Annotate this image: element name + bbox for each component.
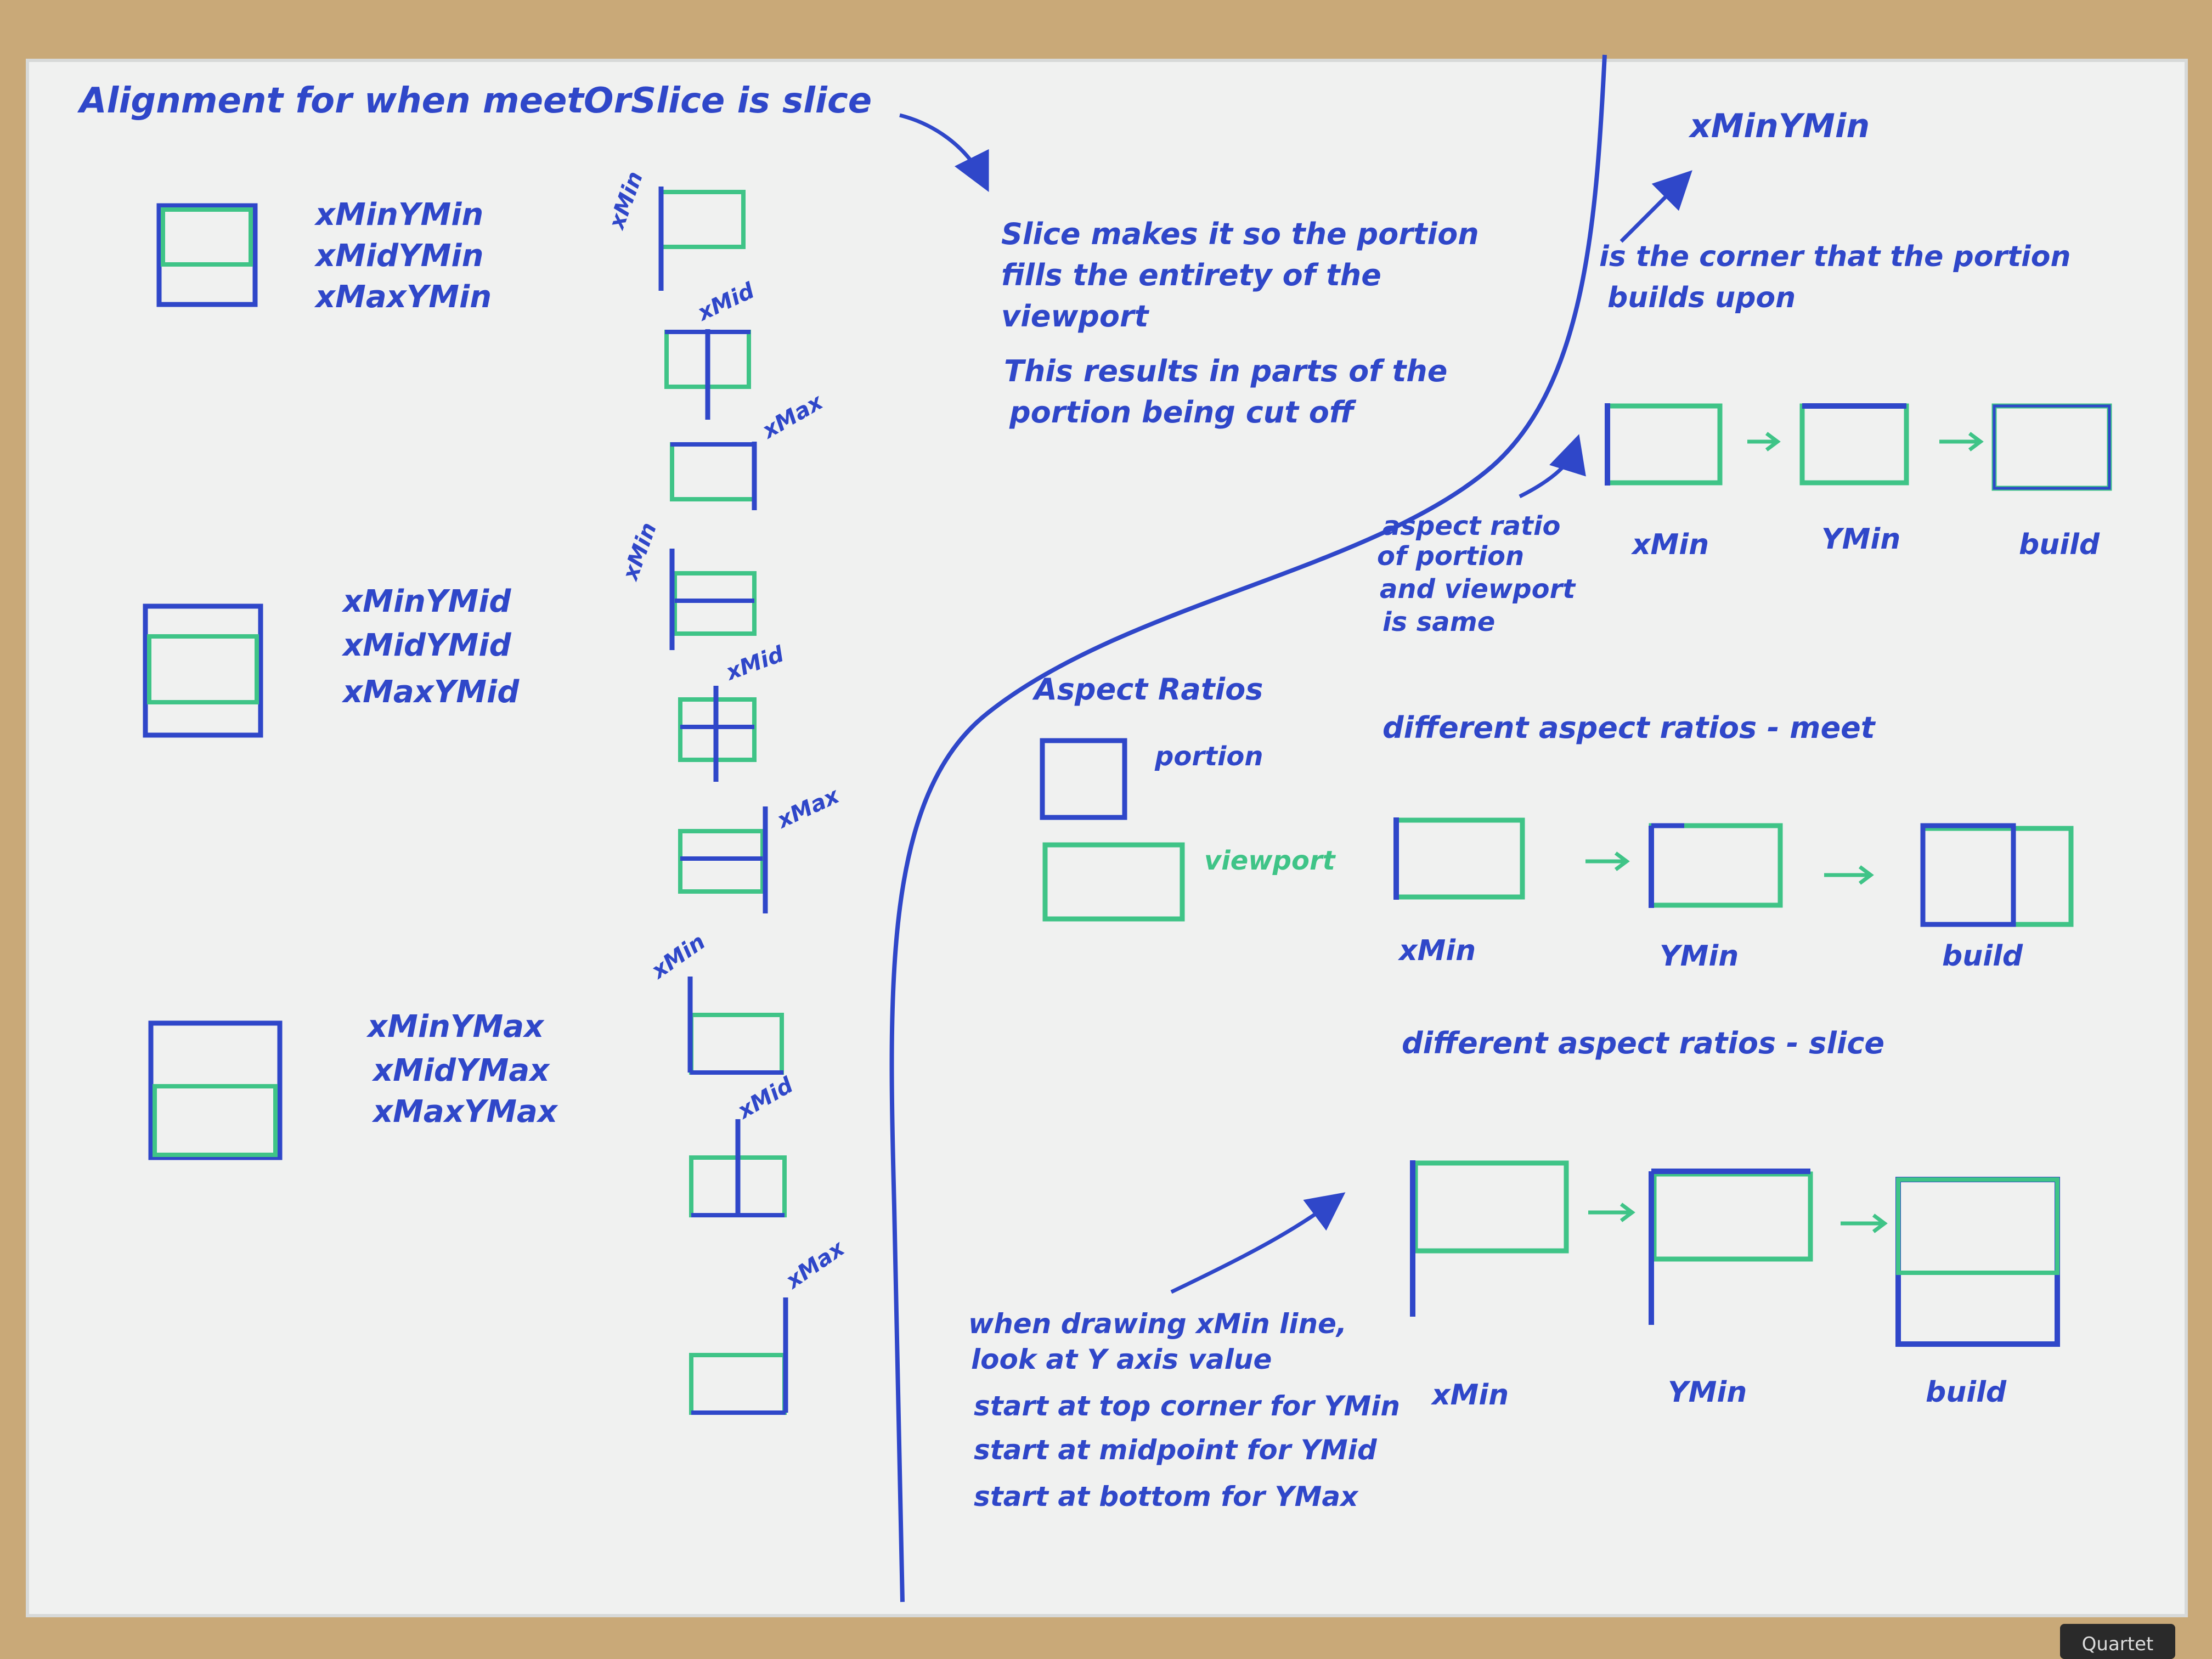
svg-text:and viewport: and viewport xyxy=(1380,574,1576,605)
slice-xmin-label: xMin xyxy=(1430,1379,1509,1412)
svg-text:fills the entirety of the: fills the entirety of the xyxy=(1001,258,1381,292)
group1-label-2: xMidYMin xyxy=(314,238,483,274)
title-arrow xyxy=(899,113,989,193)
meet-ymin-label: YMin xyxy=(1660,940,1739,973)
slice-note: Slice makes it so the portion fills the … xyxy=(1001,217,1479,430)
board-title: Alignment for when meetOrSlice is slice xyxy=(77,81,872,121)
slice-sequence: xMin YMin build xyxy=(1410,1160,2060,1412)
meet-sequence: xMin YMin build xyxy=(1393,817,2074,973)
corner-note-1: is the corner that the portion xyxy=(1599,240,2071,273)
brand-logo xyxy=(2060,1624,2175,1659)
corner-label: xMinYMin xyxy=(1688,107,1870,145)
meet-heading: different aspect ratios - meet xyxy=(1383,710,1876,745)
group1-label-1: xMinYMin xyxy=(314,197,483,233)
svg-text:portion being cut off: portion being cut off xyxy=(1009,395,1357,430)
group2-label-3: xMaxYMid xyxy=(341,674,520,710)
group3-label-3: xMaxYMax xyxy=(371,1094,558,1130)
same-xmin-label: xMin xyxy=(1630,528,1709,561)
viewport-label: viewport xyxy=(1204,845,1336,876)
svg-text:start at bottom for YMax: start at bottom for YMax xyxy=(974,1481,1359,1513)
divider-curve xyxy=(889,54,1607,1602)
svg-text:Slice makes it so the portion: Slice makes it so the portion xyxy=(1001,217,1479,251)
bottom-note: when drawing xMin line, look at Y axis v… xyxy=(968,1308,1400,1513)
slice-heading: different aspect ratios - slice xyxy=(1402,1026,1884,1060)
meet-build-label: build xyxy=(1942,940,2023,973)
svg-text:when drawing xMin line,: when drawing xMin line, xyxy=(968,1308,1347,1340)
meet-xmin-label: xMin xyxy=(1397,934,1476,967)
svg-text:aspect ratio: aspect ratio xyxy=(1383,511,1560,541)
same-ymin-label: YMin xyxy=(1821,523,1900,556)
svg-text:is same: is same xyxy=(1383,607,1495,637)
svg-text:viewport: viewport xyxy=(1001,299,1150,334)
brand-logo-text: Quartet xyxy=(2082,1633,2154,1655)
group2-label-2: xMidYMid xyxy=(341,628,512,663)
same-ratio-note: aspect ratio of portion and viewport is … xyxy=(1377,511,1576,637)
same-ratio-sequence: xMin YMin build xyxy=(1605,403,2112,561)
same-build-label: build xyxy=(2019,528,2100,561)
group1-label-3: xMaxYMin xyxy=(314,279,492,315)
svg-text:This results in parts of the: This results in parts of the xyxy=(1004,354,1447,388)
svg-text:start at top corner for YMin: start at top corner for YMin xyxy=(974,1390,1400,1422)
slice-build-label: build xyxy=(1926,1376,2007,1409)
slice-ymin-label: YMin xyxy=(1668,1376,1747,1409)
svg-text:start at midpoint for YMid: start at midpoint for YMid xyxy=(974,1434,1378,1466)
group3-label-2: xMidYMax xyxy=(371,1053,550,1088)
aspect-heading: Aspect Ratios xyxy=(1032,672,1263,707)
portion-label: portion xyxy=(1154,741,1263,772)
svg-text:of portion: of portion xyxy=(1377,541,1524,572)
svg-text:look at Y axis value: look at Y axis value xyxy=(971,1344,1272,1375)
group3-label-1: xMinYMax xyxy=(366,1009,545,1045)
bottom-note-arrow xyxy=(1170,1192,1346,1294)
viewport-rect xyxy=(1042,842,1185,922)
board-surface xyxy=(26,59,2188,1617)
corner-arrow xyxy=(1620,170,1692,243)
same-ratio-arrow xyxy=(1519,434,1586,499)
portion-square xyxy=(1040,738,1127,820)
corner-note-2: builds upon xyxy=(1607,281,1796,314)
group2-label-1: xMinYMid xyxy=(341,584,511,619)
